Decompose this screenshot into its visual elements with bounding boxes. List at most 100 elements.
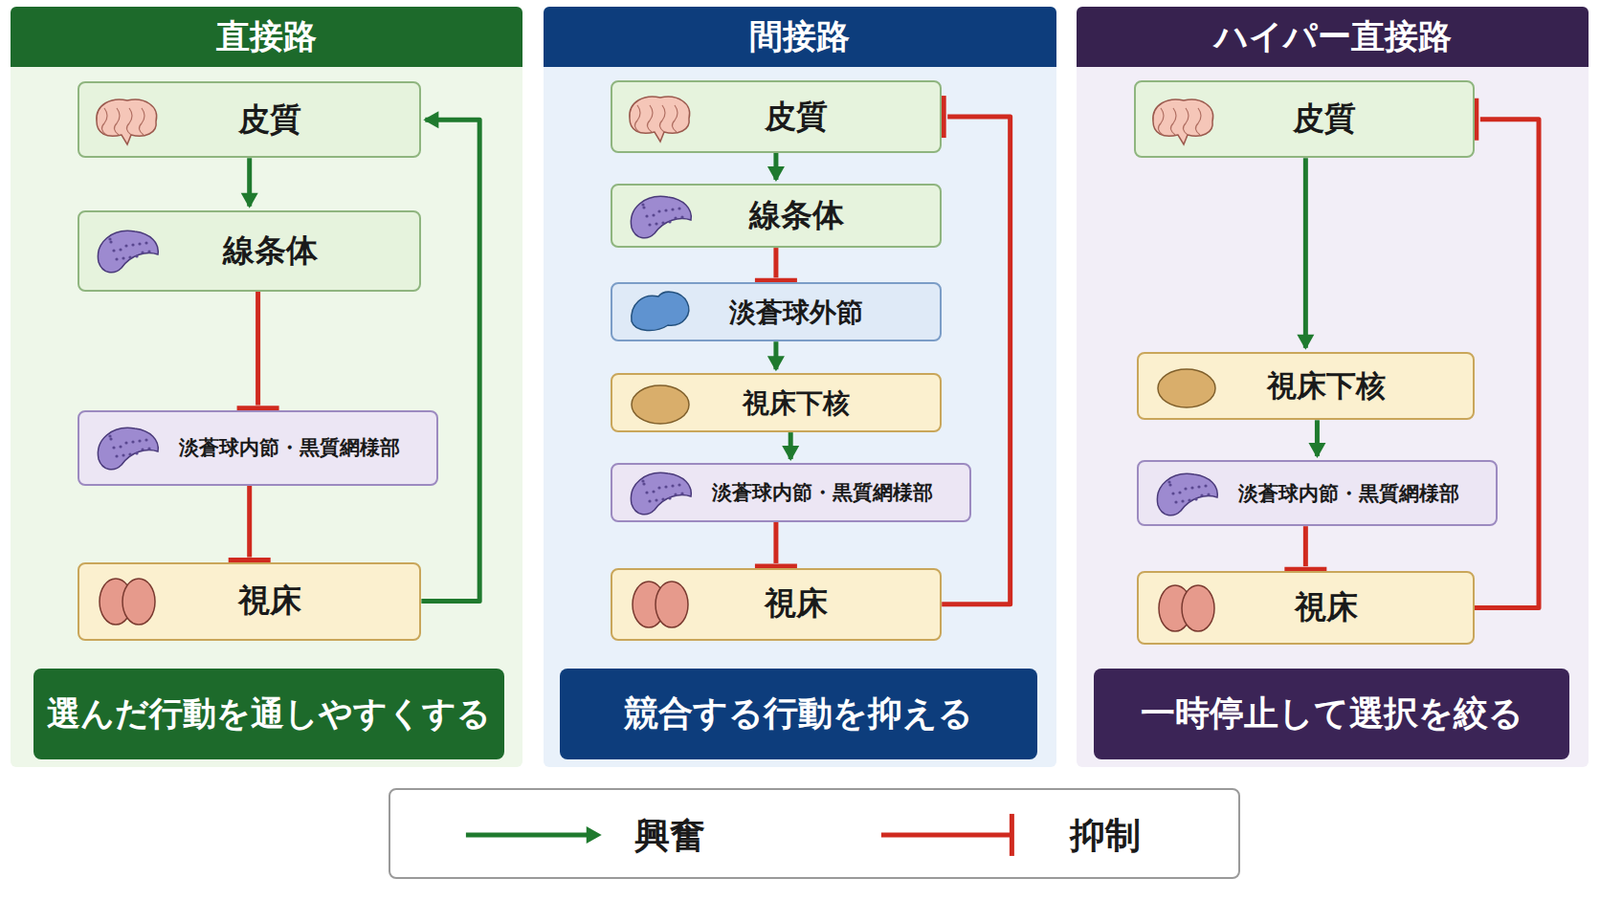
organ-icon [1148,357,1225,416]
texture-dot [642,482,645,486]
texture-dot [108,238,112,242]
texture-dot [1190,486,1194,489]
texture-dot [657,486,661,489]
texture-dot [140,447,144,451]
texture-dot [147,446,151,450]
summary-banner: 選んだ行動を通しやすくする [33,668,505,760]
texture-dot [670,207,674,211]
texture-dot [1183,487,1187,490]
brain-fold [126,108,133,135]
legend-text: 興奮 [634,812,706,861]
nucleus-box: 淡蒼球内節・黒質網様部 [610,463,972,523]
arrow-head [1308,443,1326,459]
summary-banner: 競合する行動を抑える [559,668,1038,760]
texture-dot [121,257,125,261]
thalamus-lobe [655,581,689,628]
texture-dot [654,222,658,225]
panel-title: 直接路 [10,6,523,67]
texture-dot [128,256,132,260]
nucleus-box: 線条体 [610,183,943,248]
texture-dot [641,479,645,483]
nucleus-shape [1156,473,1218,515]
brain-fold [1182,108,1189,135]
texture-dot [121,453,125,457]
summary-banner: 一時停止して選択を絞る [1093,668,1570,760]
texture-dot [147,250,151,254]
inhibit-bar [1284,567,1327,573]
texture-dot [651,489,655,493]
texture-dot [128,452,132,456]
inhibitory-connector [237,291,280,409]
connector-line [421,119,480,601]
organ-icon [622,88,699,146]
arrow-head [767,355,785,372]
texture-dot [651,213,655,217]
brain-fold [1170,108,1177,135]
texture-dot [667,220,671,223]
brain-fold [138,108,145,135]
brain-shape [96,99,157,145]
nucleus-label: 線条体 [749,194,845,238]
texture-dot [677,483,681,487]
connector-line [773,522,778,564]
organ-icon [622,464,699,522]
inhibitory-connector [1474,98,1539,609]
organ-icon [88,222,166,280]
organ-icon [1148,465,1225,523]
texture-dot [680,491,684,495]
organ-icon [88,90,166,149]
texture-dot [1187,498,1191,502]
nucleus-box: 視床下核 [610,373,943,433]
nucleus-shape [630,291,689,331]
nucleus-label: 視床 [238,579,302,623]
brain-fold [101,108,108,135]
texture-dot [131,440,134,444]
organ-icon [622,374,699,432]
texture-dot [1167,480,1171,484]
texture-dot [144,438,148,442]
excitatory-connector [1296,157,1314,351]
organ-icon [622,283,699,341]
organ-icon [1148,579,1225,638]
arrow-head [586,826,602,845]
texture-dot [134,451,138,455]
brain-fold [1157,108,1164,135]
inhibit-bar [755,563,798,569]
nucleus-label: 皮質 [238,98,302,142]
texture-dot [140,251,144,255]
nucleus-shape [630,472,691,514]
nucleus-shape [97,427,158,469]
nucleus-box: 淡蒼球内節・黒質網様部 [1136,460,1498,527]
texture-dot [124,441,128,445]
organ-icon [88,573,166,631]
texture-dot [134,255,138,259]
connector-line [1303,157,1309,349]
texture-dot [1203,484,1207,488]
texture-dot [680,215,684,219]
brain-fold [113,108,120,135]
connector-line [255,291,261,406]
texture-dot [673,492,677,496]
inhibitory-connector [941,95,1010,605]
inhibitory-connector [1284,526,1327,570]
inhibit-bar [1473,98,1479,141]
excitatory-connector [241,157,259,208]
texture-dot [111,249,115,253]
texture-dot [124,244,128,248]
nucleus-label: 視床 [1294,586,1358,630]
organ-icon [622,576,699,634]
pathway-panel: 間接路皮質線条体淡蒼球外節視床下核淡蒼球内節・黒質網様部視床競合する行動を抑える [543,6,1056,767]
inhibit-bar [1009,814,1015,857]
organ-icon [88,419,166,477]
thalamus-lobe [122,578,156,625]
summary-text: 競合する行動を抑える [623,690,974,738]
inhibitory-connector [755,247,798,281]
nucleus-label: 皮質 [1292,97,1356,141]
nucleus-shape [1157,369,1216,408]
nucleus-label: 視床 [764,582,828,626]
arrow-head [767,166,785,182]
texture-dot [1200,493,1203,497]
excitatory-connector [1308,420,1326,459]
nucleus-shape [631,385,689,424]
